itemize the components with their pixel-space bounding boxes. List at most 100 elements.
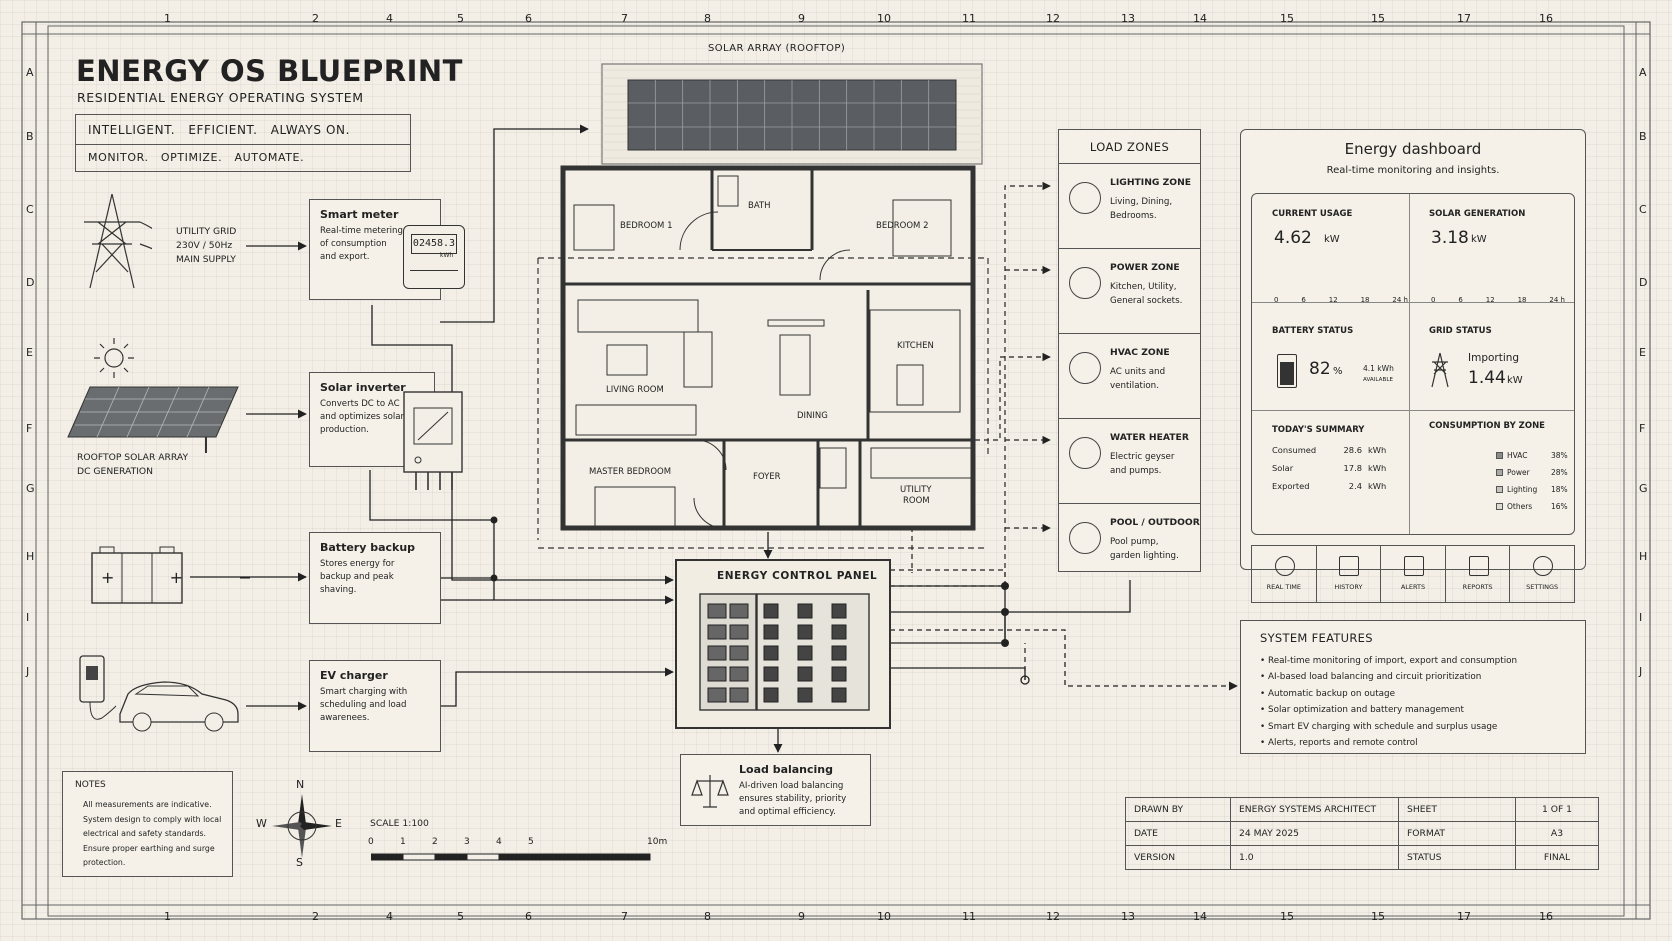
ruler-col-bottom: 9 [798, 910, 805, 923]
ruler-col-bottom: 14 [1193, 910, 1207, 923]
load-zone-desc: Kitchen, Utility, [1110, 282, 1177, 292]
current-usage-unit: kW [1324, 234, 1340, 245]
summary-value: 28.6 [1343, 445, 1362, 455]
battery-backup-card: Battery backup Stores energy for backup … [309, 532, 441, 624]
date-value: 24 MAY 2025 [1230, 821, 1399, 846]
ruler-row-left: B [26, 130, 34, 143]
scale-bar [371, 853, 651, 861]
grid-status-label: GRID STATUS [1429, 326, 1492, 336]
note-line: Ensure proper earthing and surge [83, 843, 215, 853]
sun-icon [94, 338, 134, 378]
ruler-col-bottom: 2 [312, 910, 319, 923]
ruler-col-top: 15 [1371, 12, 1385, 25]
ruler-row-left: A [26, 66, 34, 79]
energy-control-panel [675, 559, 891, 729]
legend-swatch [1496, 503, 1503, 510]
battery-kwh: 4.1 kWh [1363, 364, 1394, 373]
smart-meter-desc-3: and export. [320, 252, 370, 262]
dashboard-nav-real-time[interactable]: REAL TIME [1252, 546, 1316, 602]
summary-key: Consumed [1272, 445, 1317, 455]
ruler-col-bottom: 17 [1457, 910, 1471, 923]
inverter-device-icon [403, 391, 463, 490]
summary-value: 17.8 [1343, 463, 1362, 473]
load-zone-desc: ventilation. [1110, 381, 1159, 391]
feature-item: • Solar optimization and battery managem… [1260, 705, 1464, 716]
ruler-row-right: C [1639, 203, 1647, 216]
ruler-col-top: 9 [798, 12, 805, 25]
solar-generation-value: 3.18 [1431, 228, 1469, 248]
scale-tick: 0 [368, 837, 374, 847]
solar-inverter-desc-3: production. [320, 425, 369, 435]
bell-icon [1403, 556, 1424, 576]
clock-icon [1274, 556, 1295, 576]
battery-symbols: + + − [101, 568, 262, 587]
legend-pct: 16% [1551, 502, 1568, 511]
ac-unit-icon [1069, 352, 1101, 384]
tagline-secondary: MONITOR. OPTIMIZE. AUTOMATE. [88, 151, 305, 164]
legend-pct: 18% [1551, 485, 1568, 494]
legend-name: Lighting [1507, 485, 1538, 494]
room-living-room: LIVING ROOM [606, 385, 664, 395]
ruler-row-left: F [26, 422, 33, 435]
grid-state: Importing [1468, 352, 1520, 364]
ruler-col-bottom: 15 [1371, 910, 1385, 923]
feature-item: • Alerts, reports and remote control [1260, 738, 1418, 749]
grid-value: 1.44 [1468, 368, 1506, 388]
scale-tick: 10m [647, 837, 668, 847]
current-usage-label: CURRENT USAGE [1272, 209, 1353, 219]
scale-label: SCALE 1:100 [370, 818, 429, 829]
battery-backup-title: Battery backup [320, 541, 416, 554]
feature-item: • Real-time monitoring of import, export… [1260, 656, 1518, 666]
ruler-row-left: I [26, 611, 30, 624]
ruler-col-top: 6 [525, 12, 532, 25]
smart-meter-device: 02458.3 kWh [403, 225, 465, 289]
compass-n: N [296, 778, 305, 791]
dashboard-nav-settings[interactable]: SETTINGS [1509, 546, 1574, 602]
ruler-col-top: 2 [312, 12, 319, 25]
load-zones-title: LOAD ZONES [1089, 140, 1170, 154]
note-line: System design to comply with local [83, 814, 222, 824]
legend-pct: 28% [1551, 468, 1568, 477]
battery-status-label: BATTERY STATUS [1272, 326, 1354, 336]
utility-grid-label: UTILITY GRID 230V / 50Hz MAIN SUPPLY [176, 225, 236, 267]
utility-grid-supply: MAIN SUPPLY [176, 254, 236, 265]
bulb-icon [1069, 182, 1101, 214]
room-utility: UTILITY [900, 485, 932, 495]
solar-generation-label: SOLAR GENERATION [1429, 209, 1526, 219]
solar-inverter-desc-1: Converts DC to AC [320, 399, 400, 409]
consumption-label: CONSUMPTION BY ZONE [1429, 421, 1545, 431]
ruler-col-top: 17 [1457, 12, 1471, 25]
dashboard-nav-alerts[interactable]: ALERTS [1380, 546, 1445, 602]
room-master-bedroom: MASTER BEDROOM [589, 467, 672, 477]
floor-plan [537, 165, 989, 549]
cu-tick: 12 [1328, 296, 1338, 304]
feature-item: • AI-based load balancing and circuit pr… [1260, 672, 1482, 683]
load-zone-desc: General sockets. [1110, 296, 1183, 306]
status-label: STATUS [1398, 845, 1516, 870]
sheet-label: SHEET [1398, 797, 1516, 822]
feature-item: • Smart EV charging with schedule and su… [1260, 721, 1498, 732]
ruler-col-bottom: 1 [164, 910, 171, 923]
compass-s: S [296, 856, 303, 869]
page-subtitle: RESIDENTIAL ENERGY OPERATING SYSTEM [77, 90, 364, 105]
notes-title: NOTES [75, 780, 106, 790]
status-value: FINAL [1515, 845, 1599, 870]
dashboard-nav-history[interactable]: HISTORY [1315, 546, 1381, 602]
smart-meter-desc-1: Real-time metering [320, 226, 403, 236]
tagline: INTELLIGENT. EFFICIENT. ALWAYS ON. [88, 123, 351, 137]
dashboard-nav-reports[interactable]: REPORTS [1444, 546, 1510, 602]
ev-car-icon [79, 655, 239, 732]
ruler-col-top: 11 [962, 12, 976, 25]
sg-tick: 18 [1517, 296, 1527, 304]
pool-icon [1069, 522, 1101, 554]
meter-reading: 02458.3 [411, 234, 457, 254]
battery-available: AVAILABLE [1363, 377, 1393, 383]
ruler-col-top: 5 [457, 12, 464, 25]
